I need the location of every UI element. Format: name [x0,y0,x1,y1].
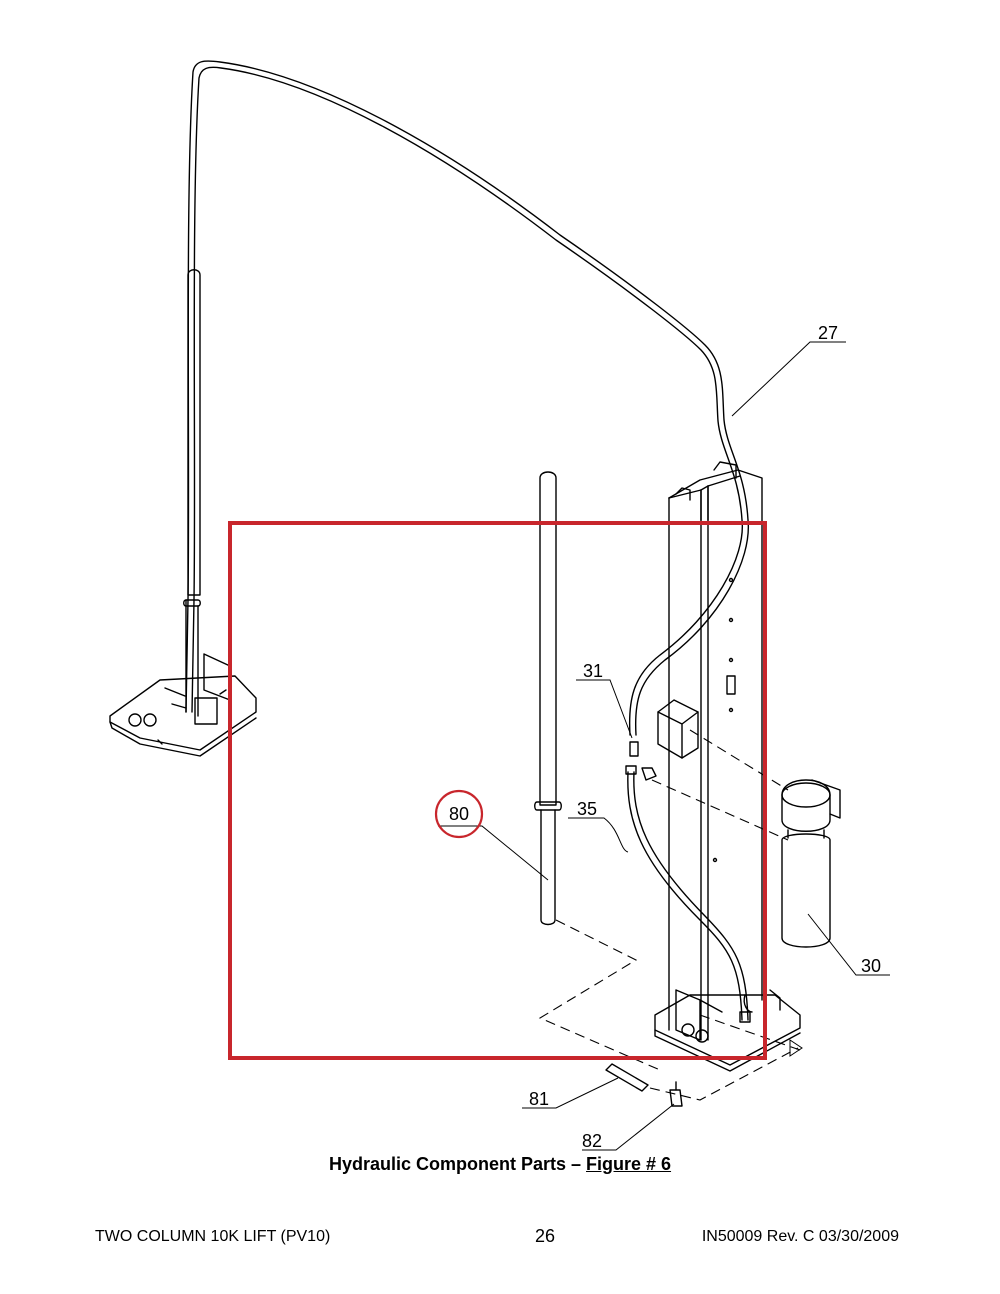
caption-text: Hydraulic Component Parts – [328,1154,587,1174]
highlight-box [228,521,767,1060]
parts-81-82 [605,1063,683,1107]
callout-82: 82 [582,1131,602,1151]
right-column-post [668,461,763,1041]
callout-31: 31 [583,661,603,681]
left-cylinder [187,269,201,596]
callout-80-highlight-circle [434,789,484,839]
callout-80: 80 [449,804,469,824]
callout-81: 81 [529,1089,549,1109]
footer-revision: IN50009 Rev. C 03/30/2009 [701,1228,899,1245]
callout-27: 27 [818,323,838,343]
callout-35: 35 [577,799,597,819]
footer-document-title: TWO COLUMN 10K LIFT (PV10) [95,1228,331,1245]
pump-bracket [657,699,699,759]
figure-caption: Hydraulic Component Parts – Figure # 6 [0,1154,1000,1175]
overhead-hose [185,60,750,736]
caption-figure-number: Figure # 6 [586,1154,672,1174]
left-column-base [109,599,257,757]
fitting-31 [629,741,657,781]
callout-30: 30 [861,956,881,976]
power-unit [781,779,841,948]
leader-lines [438,341,890,1151]
pressure-hose [625,765,751,1023]
footer-page-number: 26 [534,1226,556,1246]
cylinder-80 [534,471,562,926]
assembly-lines [538,729,801,1101]
